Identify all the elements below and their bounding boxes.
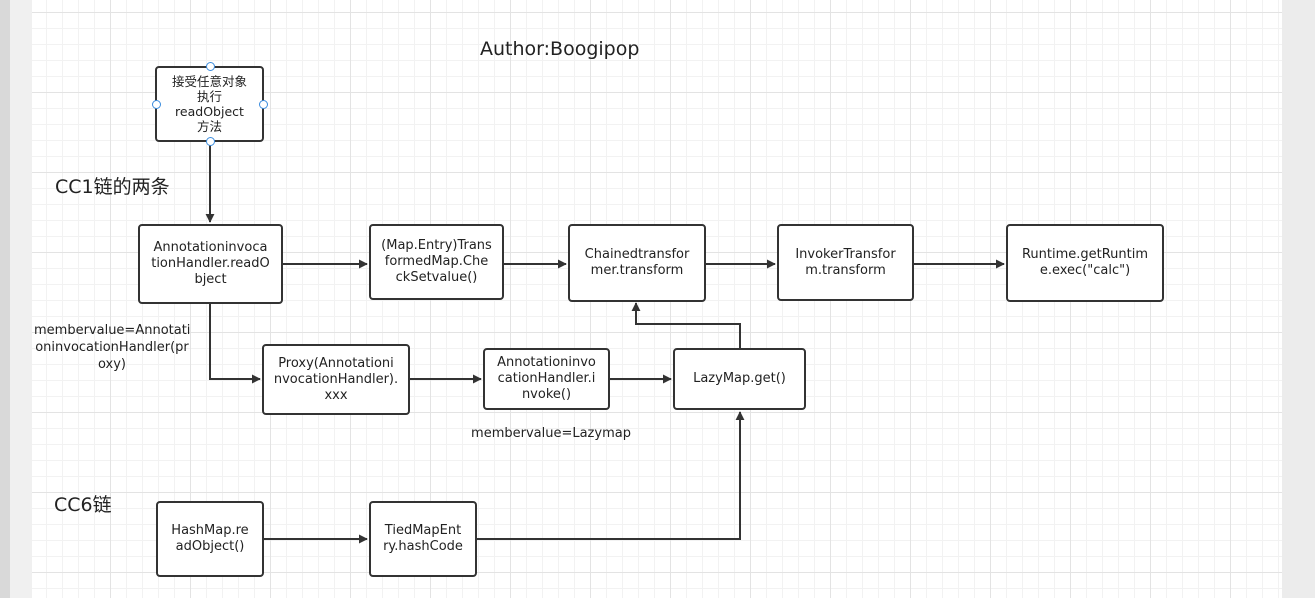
node-hashmap-readobject[interactable]: HashMap.re adObject() [156, 501, 264, 577]
node-runtime-exec-label: Runtime.getRuntim e.exec("calc") [1021, 247, 1149, 278]
node-invokertransformer[interactable]: InvokerTransfor m.transform [777, 224, 914, 301]
node-invokertransformer-label: InvokerTransfor m.transform [795, 246, 896, 278]
node-proxy-label: Proxy(Annotationi nvocationHandler). xxx [273, 355, 399, 403]
node-tiedmapentry-hashcode-label: TiedMapEnt ry.hashCode [383, 523, 463, 554]
node-annotation-readobject-label: Annotationinvoca tionHandler.readO bject [151, 240, 270, 287]
node-transformedmap-checksetvalue-label: (Map.Entry)Trans formedMap.Che ckSetvalu… [381, 238, 492, 285]
selection-handle-left[interactable] [152, 100, 161, 109]
node-chainedtransformer[interactable]: Chainedtransfor mer.transform [568, 224, 706, 302]
edge-annotation-readobject-to-proxy[interactable] [209, 304, 261, 384]
annotation-membervalue-lazymap: membervalue=Lazymap [471, 426, 631, 441]
node-runtime-exec[interactable]: Runtime.getRuntim e.exec("calc") [1006, 224, 1164, 302]
edge-tiedmapentry-to-lazymap[interactable] [477, 411, 745, 540]
right-panel-strip [1282, 0, 1315, 598]
node-annotation-readobject[interactable]: Annotationinvoca tionHandler.readO bject [138, 224, 283, 304]
node-annotation-invoke[interactable]: Annotationinvo cationHandler.i nvoke() [483, 348, 610, 410]
node-tiedmapentry-hashcode[interactable]: TiedMapEnt ry.hashCode [369, 501, 477, 577]
section-title-cc1: CC1链的两条 [55, 176, 170, 198]
node-lazymap-get[interactable]: LazyMap.get() [673, 348, 806, 410]
node-lazymap-get-label: LazyMap.get() [693, 371, 786, 386]
edge-lazymap-to-chainedtransformer[interactable] [631, 302, 741, 348]
node-hashmap-readobject-label: HashMap.re adObject() [171, 523, 249, 554]
node-start-readobject-label: 接受任意对象 执行 readObject 方法 [171, 74, 247, 134]
node-transformedmap-checksetvalue[interactable]: (Map.Entry)Trans formedMap.Che ckSetvalu… [369, 224, 504, 300]
section-title-cc6: CC6链 [54, 494, 112, 516]
node-proxy[interactable]: Proxy(Annotationi nvocationHandler). xxx [262, 344, 410, 415]
author-label: Author:Boogipop [480, 38, 640, 60]
node-annotation-invoke-label: Annotationinvo cationHandler.i nvoke() [497, 355, 596, 402]
annotation-membervalue-proxy: membervalue=Annotati oninvocationHandler… [34, 323, 191, 372]
diagram-canvas[interactable] [32, 0, 1282, 598]
selection-handle-bottom[interactable] [206, 137, 215, 146]
left-panel-strip [0, 0, 10, 598]
node-chainedtransformer-label: Chainedtransfor mer.transform [584, 247, 690, 278]
node-start-readobject[interactable]: 接受任意对象 执行 readObject 方法 [155, 66, 264, 142]
selection-handle-right[interactable] [259, 100, 268, 109]
selection-handle-top[interactable] [206, 62, 215, 71]
